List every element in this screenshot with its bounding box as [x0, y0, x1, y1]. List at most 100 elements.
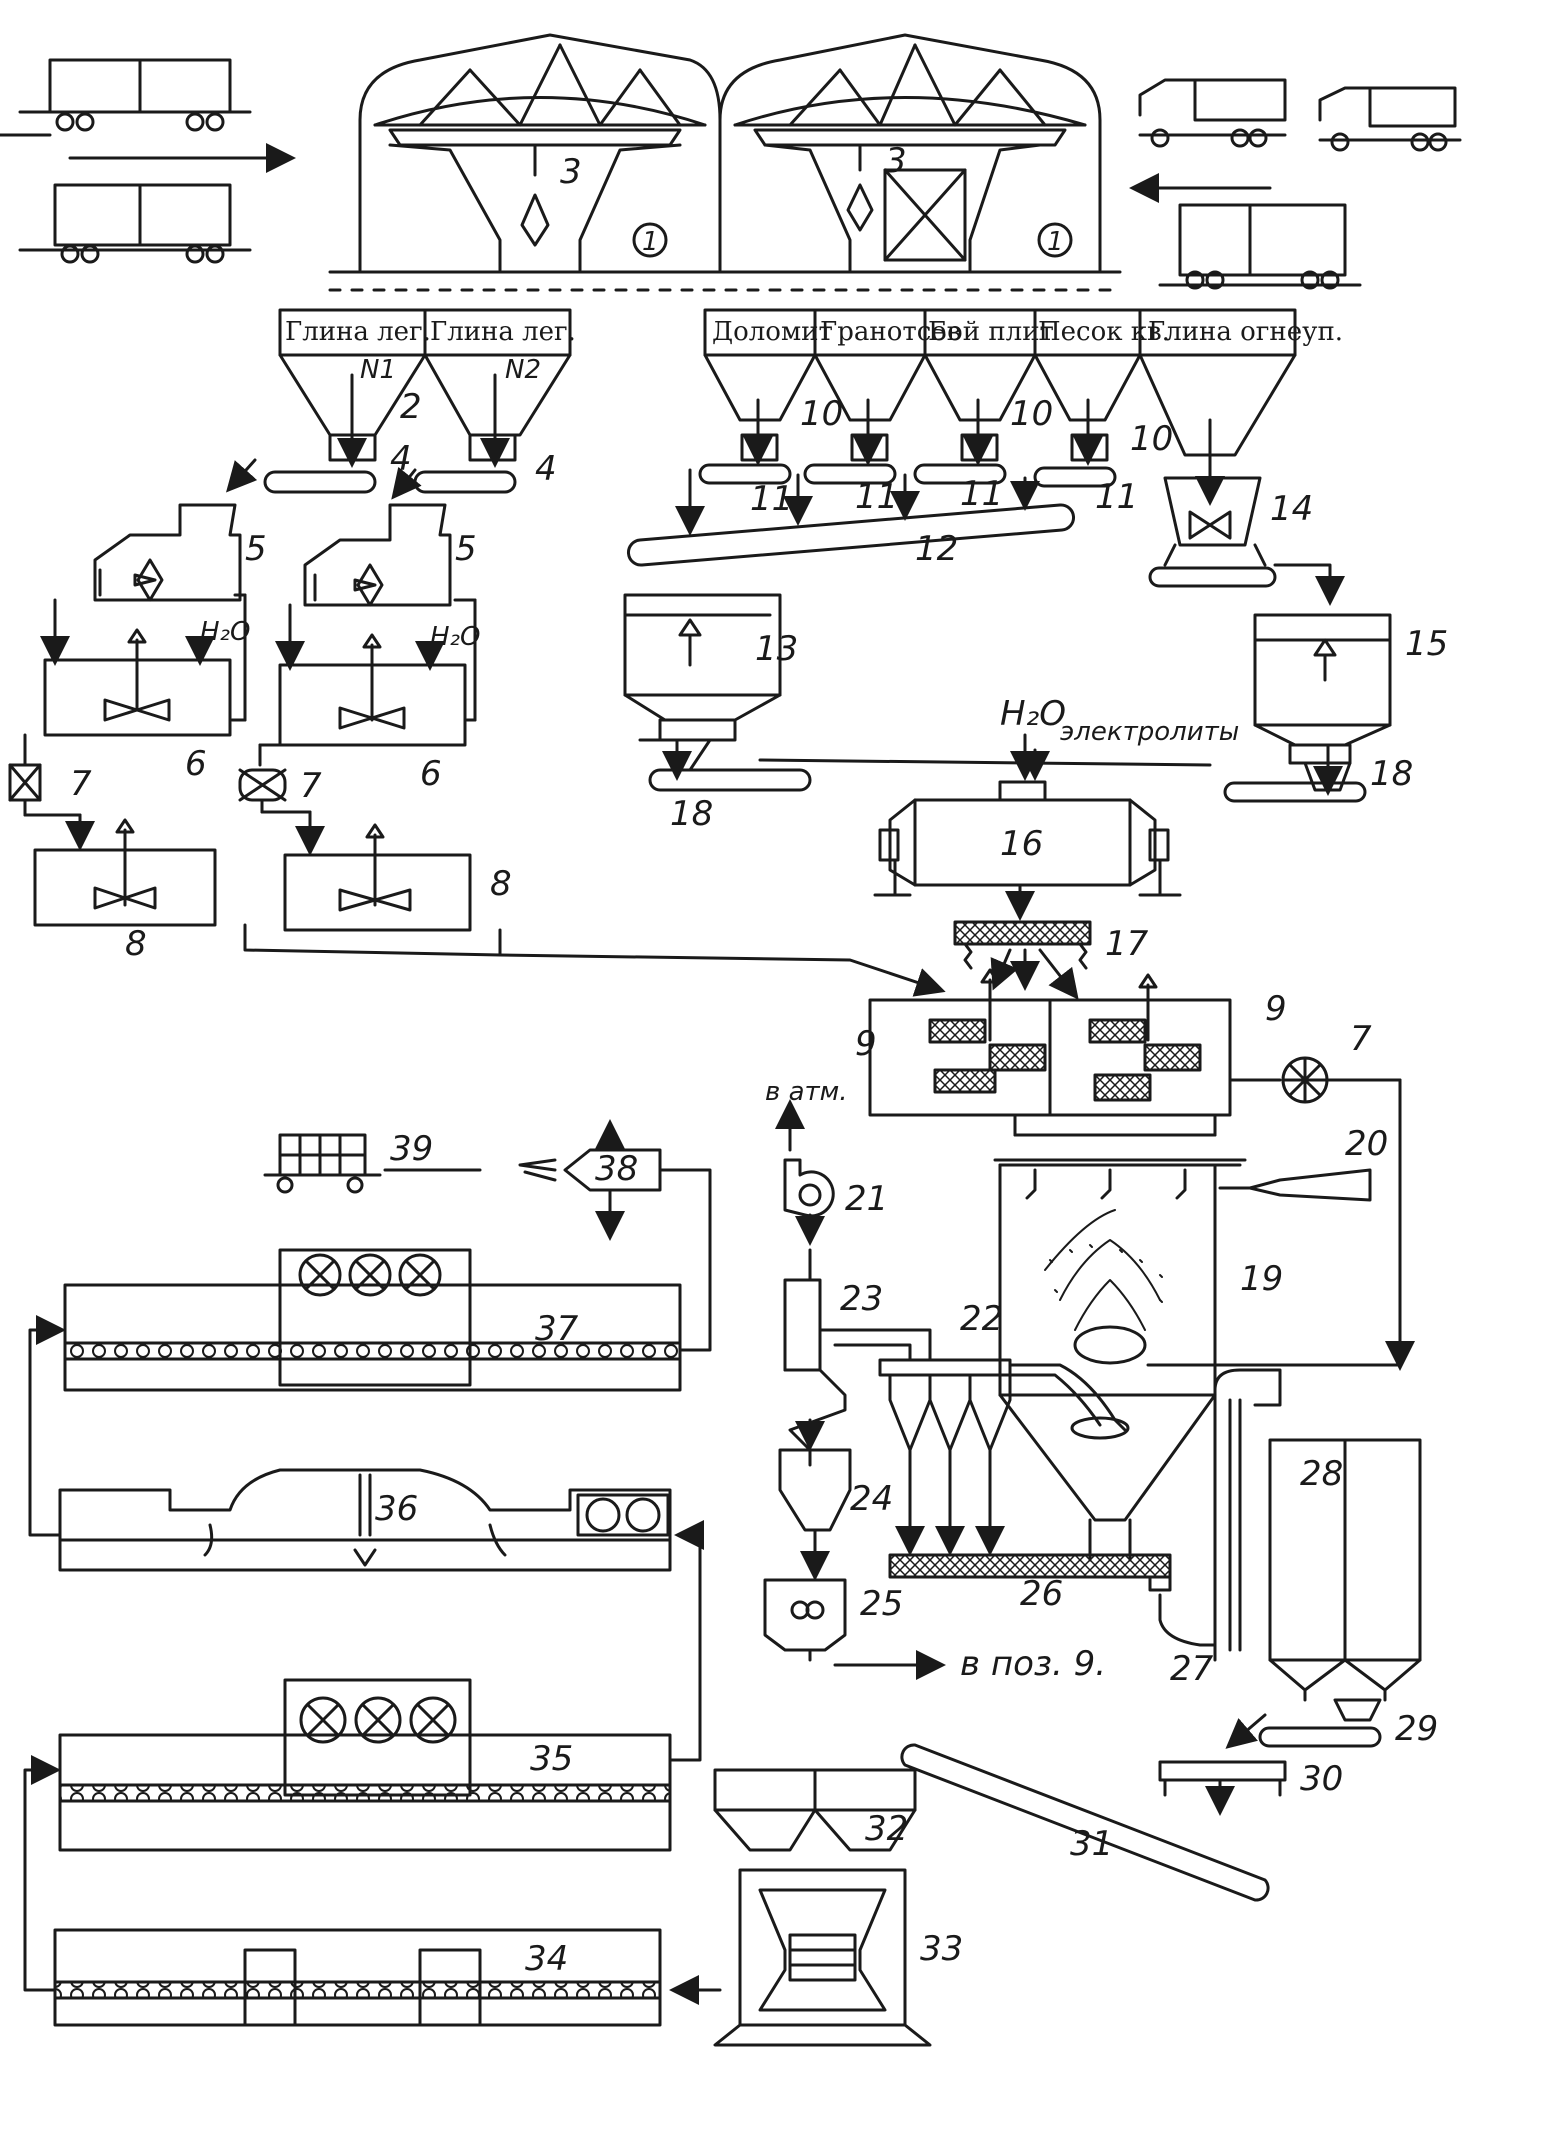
label-28: 28 — [1300, 1454, 1343, 1494]
crusher-5-right — [303, 503, 452, 607]
pump-7-spray — [1146, 1056, 1415, 1371]
label-13: 13 — [755, 629, 798, 669]
label-11-d: 11 — [1095, 477, 1138, 517]
label-38: 38 — [595, 1149, 638, 1189]
raw-material-warehouse — [328, 33, 1122, 274]
label-3-left: 3 — [560, 152, 582, 192]
burner-20 — [1218, 1168, 1372, 1202]
label-8-right: 8 — [490, 864, 512, 904]
pump-7-left — [8, 733, 95, 851]
label-4-left: 4 — [390, 439, 412, 479]
label-10-b: 10 — [1010, 394, 1053, 434]
exhaust-fan-21 — [775, 1099, 835, 1246]
collecting-conveyor-12 — [627, 503, 1075, 567]
feeder-conveyors-11 — [675, 463, 1117, 536]
label-39: 39 — [390, 1129, 433, 1169]
dryer-34 — [53, 1928, 662, 2027]
vibrating-sieve-17 — [953, 920, 1092, 1000]
inclined-conveyor-31 — [900, 1743, 1270, 1902]
glaze-dryer-35 — [58, 1678, 672, 1852]
slip-pools-9 — [868, 968, 1232, 1137]
kiln-to-sorting-line — [658, 1168, 712, 1352]
label-6-left: 6 — [185, 744, 207, 784]
label-11-c: 11 — [960, 474, 1003, 514]
bins-10 — [703, 308, 1297, 506]
label-6-right: 6 — [420, 754, 442, 794]
press-bins-32 — [713, 1768, 917, 1852]
label-5-left: 5 — [245, 529, 267, 569]
label-34: 34 — [525, 1939, 568, 1979]
bin-label-clay-1: Глина лег. — [285, 317, 431, 347]
screw-conveyor-26 — [888, 1553, 1217, 1647]
rail-wagon-bottom-left — [18, 183, 252, 264]
label-30: 30 — [1300, 1759, 1343, 1799]
return-34-to-35 — [23, 1755, 61, 1992]
label-25: 25 — [860, 1584, 903, 1624]
feed-line-to-mill — [758, 758, 1212, 767]
warehouse-mark-right: 1 — [1047, 227, 1064, 257]
bucket-elevator — [1213, 1368, 1282, 1662]
label-7-left: 7 — [70, 764, 92, 804]
label-4-right: 4 — [535, 449, 557, 489]
label-11-a: 11 — [750, 479, 793, 519]
label-7-right: 7 — [300, 766, 322, 806]
label-20: 20 — [1345, 1124, 1388, 1164]
label-17: 17 — [1105, 924, 1149, 964]
glazing-line-36 — [58, 1468, 672, 1572]
label-23: 23 — [840, 1279, 883, 1319]
crusher-5-left — [93, 503, 242, 602]
label-9-right: 9 — [1265, 989, 1287, 1029]
return-35-to-36 — [668, 1520, 704, 1762]
label-18-right: 18 — [1370, 754, 1413, 794]
slip-line-to-9 — [243, 923, 946, 997]
label-22: 22 — [960, 1299, 1003, 1339]
label-32: 32 — [865, 1809, 908, 1849]
return-label: в поз. 9. — [960, 1644, 1106, 1684]
label-33: 33 — [920, 1929, 963, 1969]
label-26: 26 — [1020, 1574, 1063, 1614]
water-label-right: H₂O — [430, 622, 480, 652]
label-37: 37 — [535, 1309, 579, 1349]
bin-label-clay-2: Глина лег. — [430, 317, 576, 347]
bin-label-granite: Гранотсев — [820, 317, 961, 347]
label-19: 19 — [1240, 1259, 1283, 1299]
sieve-30 — [1158, 1760, 1287, 1816]
label-14: 14 — [1270, 489, 1313, 529]
label-27: 27 — [1170, 1649, 1214, 1689]
label-24: 24 — [850, 1479, 893, 1519]
label-16: 16 — [1000, 824, 1043, 864]
spray-dryer-19 — [993, 1158, 1247, 1562]
hopper-15 — [1223, 613, 1392, 803]
feed-arrow-5a — [226, 458, 258, 493]
label-15: 15 — [1405, 624, 1448, 664]
label-5-right: 5 — [455, 529, 477, 569]
label-29: 29 — [1395, 1709, 1438, 1749]
pallet-trolley-39 — [263, 1133, 382, 1194]
label-10-c: 10 — [1130, 419, 1173, 459]
label-3-right: 3 — [885, 141, 907, 181]
label-11-b: 11 — [855, 477, 898, 517]
dump-truck-2 — [1318, 86, 1462, 152]
return-36-to-37 — [28, 1315, 66, 1537]
label-12: 12 — [915, 529, 958, 569]
label-10-a: 10 — [800, 394, 843, 434]
feeder-29 — [1225, 1698, 1382, 1749]
label-36: 36 — [375, 1489, 418, 1529]
cyclone-battery-22 — [878, 1358, 1130, 1556]
water-label-mill: H₂O — [1000, 694, 1066, 734]
electrolyte-label: электролиты — [1060, 717, 1239, 747]
bin-24 — [778, 1448, 852, 1581]
label-7-spray: 7 — [1350, 1019, 1372, 1059]
label-21: 21 — [845, 1179, 888, 1219]
sorting-machine-38 — [518, 1119, 662, 1241]
bin-label-fireclay: Глина огнеуп. — [1148, 317, 1343, 347]
hydraulic-press-33 — [713, 1868, 932, 2047]
ball-mill-16 — [873, 780, 1182, 921]
bin-number-1: N1 — [360, 355, 396, 385]
bin-label-sand: Песок кв. — [1038, 317, 1170, 347]
label-2: 2 — [400, 387, 422, 427]
slip-tank-8-left — [33, 818, 217, 927]
water-label-left: H₂O — [200, 617, 250, 647]
atmosphere-label: в атм. — [765, 1077, 848, 1107]
